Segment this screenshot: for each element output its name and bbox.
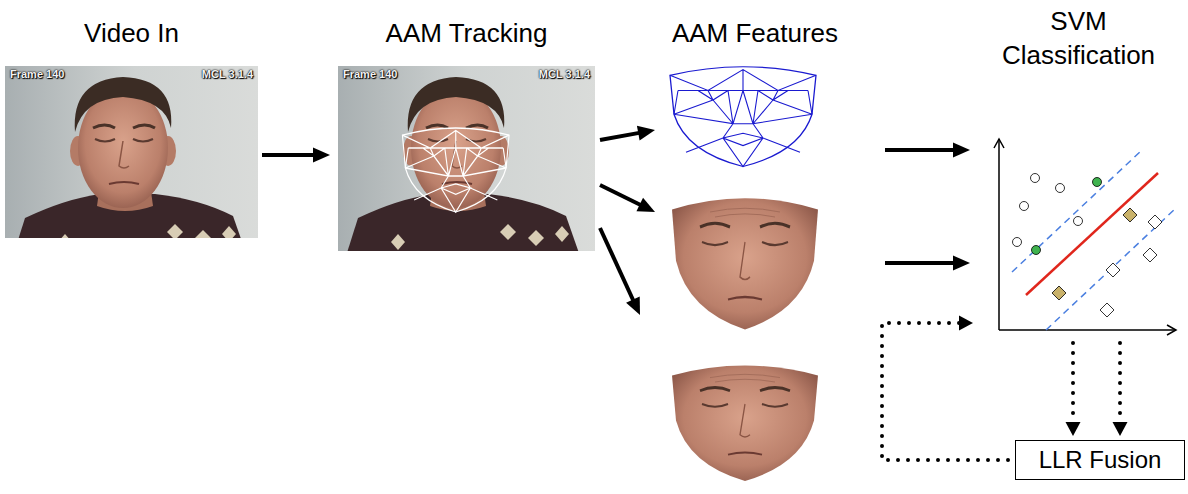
flow-arrow — [885, 256, 970, 271]
frame-counter: Frame 140 — [10, 68, 64, 81]
svm-plot — [994, 139, 1176, 335]
frame-counter: Frame 140 — [343, 68, 397, 81]
flow-arrow — [262, 148, 330, 163]
connector-line — [1071, 343, 1075, 423]
box-label: LLR Fusion — [1039, 446, 1162, 474]
connector-line — [885, 148, 954, 152]
arrow-head — [1066, 422, 1081, 436]
flow-arrow — [885, 143, 970, 158]
stage-heading: SVM Classification — [975, 4, 1182, 72]
connector-line — [1118, 343, 1122, 423]
connector-line — [600, 185, 641, 205]
dotted-arrow — [1113, 343, 1128, 436]
tracking-mesh — [402, 128, 509, 212]
fusion-box: LLR Fusion — [1015, 440, 1185, 480]
connector-line — [262, 153, 314, 157]
stage-heading: AAM Tracking — [338, 17, 595, 49]
dotted-arrow — [882, 316, 1008, 461]
connector-line — [882, 323, 1008, 460]
shape-mesh — [670, 67, 816, 167]
version-watermark: MCL 3.1.4 — [202, 68, 253, 81]
version-watermark: MCL 3.1.4 — [539, 68, 590, 81]
classifier-stage: SVM Classification — [975, 0, 1182, 335]
appearance-face — [672, 198, 818, 329]
arrow-head — [953, 143, 970, 158]
flow-arrow — [600, 228, 640, 315]
arrow-head — [636, 198, 655, 212]
arrow-head — [1113, 422, 1128, 436]
video-stage: Video In Frame 140 MCL 3.1.4 — [5, 15, 258, 240]
flow-arrow — [600, 185, 655, 212]
video-frame — [5, 66, 265, 256]
tracking-frame — [338, 66, 598, 256]
connector-line — [600, 133, 639, 140]
connector-line — [885, 261, 954, 265]
flow-arrow — [600, 126, 655, 141]
arrow-head — [959, 316, 973, 331]
arrow-head — [953, 256, 970, 271]
normalized-face — [672, 366, 818, 482]
connector-line — [600, 228, 633, 300]
arrow-head — [313, 148, 330, 163]
tracking-stage: AAM TrackingFrame 140 MCL 3.1.4 — [338, 15, 595, 252]
arrow-head — [637, 126, 655, 141]
dotted-arrow — [1066, 343, 1081, 436]
arrow-head — [626, 296, 640, 315]
features-stage: AAM Features — [660, 15, 850, 485]
stage-heading: Video In — [5, 17, 258, 49]
stage-heading: AAM Features — [660, 17, 850, 49]
